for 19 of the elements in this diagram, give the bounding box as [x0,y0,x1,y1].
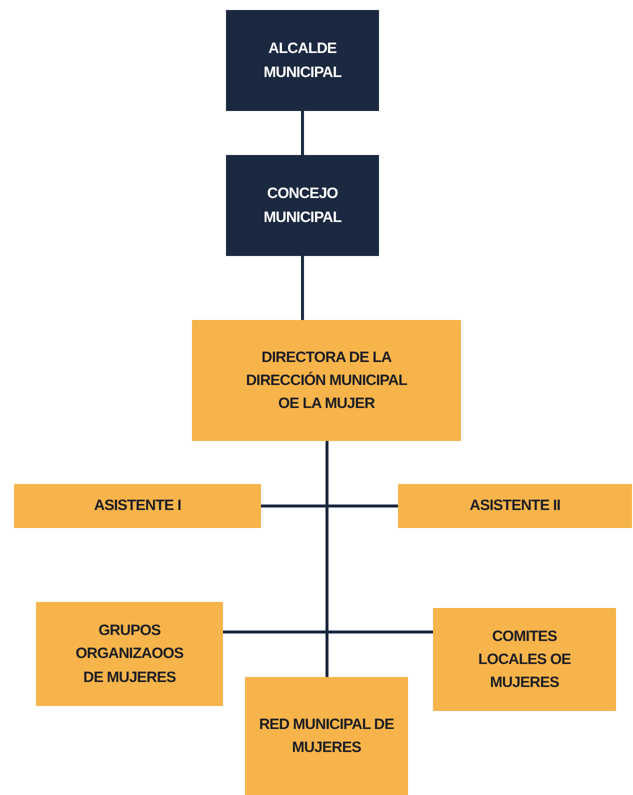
box-label: CONCEJO MUNICIPAL [262,184,342,228]
box-label: COMITES LOCALES OE MUJERES [477,626,572,694]
box-label: ASISTENTE II [470,496,560,516]
unit-box [245,677,408,795]
position-box [226,10,379,111]
box-label: ASISTENTE I [94,496,181,516]
box-label: ALCALDE MUNICIPAL [262,39,342,82]
box-label: DIRECTORA DE LA DIRECCIÓN MUNICIPAL OE LA MUJER [244,348,408,414]
box-label: RED MUNICIPAL DE MUJERES [258,714,395,758]
connector-line [326,441,328,677]
position-box [226,155,379,256]
box-label: GRUPOS ORGANIZAOOS DE MUJERES [74,621,184,688]
unit-box [398,484,632,528]
connector-line [301,111,304,155]
unit-box [36,602,223,706]
connector-line [301,256,304,320]
unit-box [14,484,261,528]
unit-box [433,608,616,711]
unit-box [192,320,461,441]
